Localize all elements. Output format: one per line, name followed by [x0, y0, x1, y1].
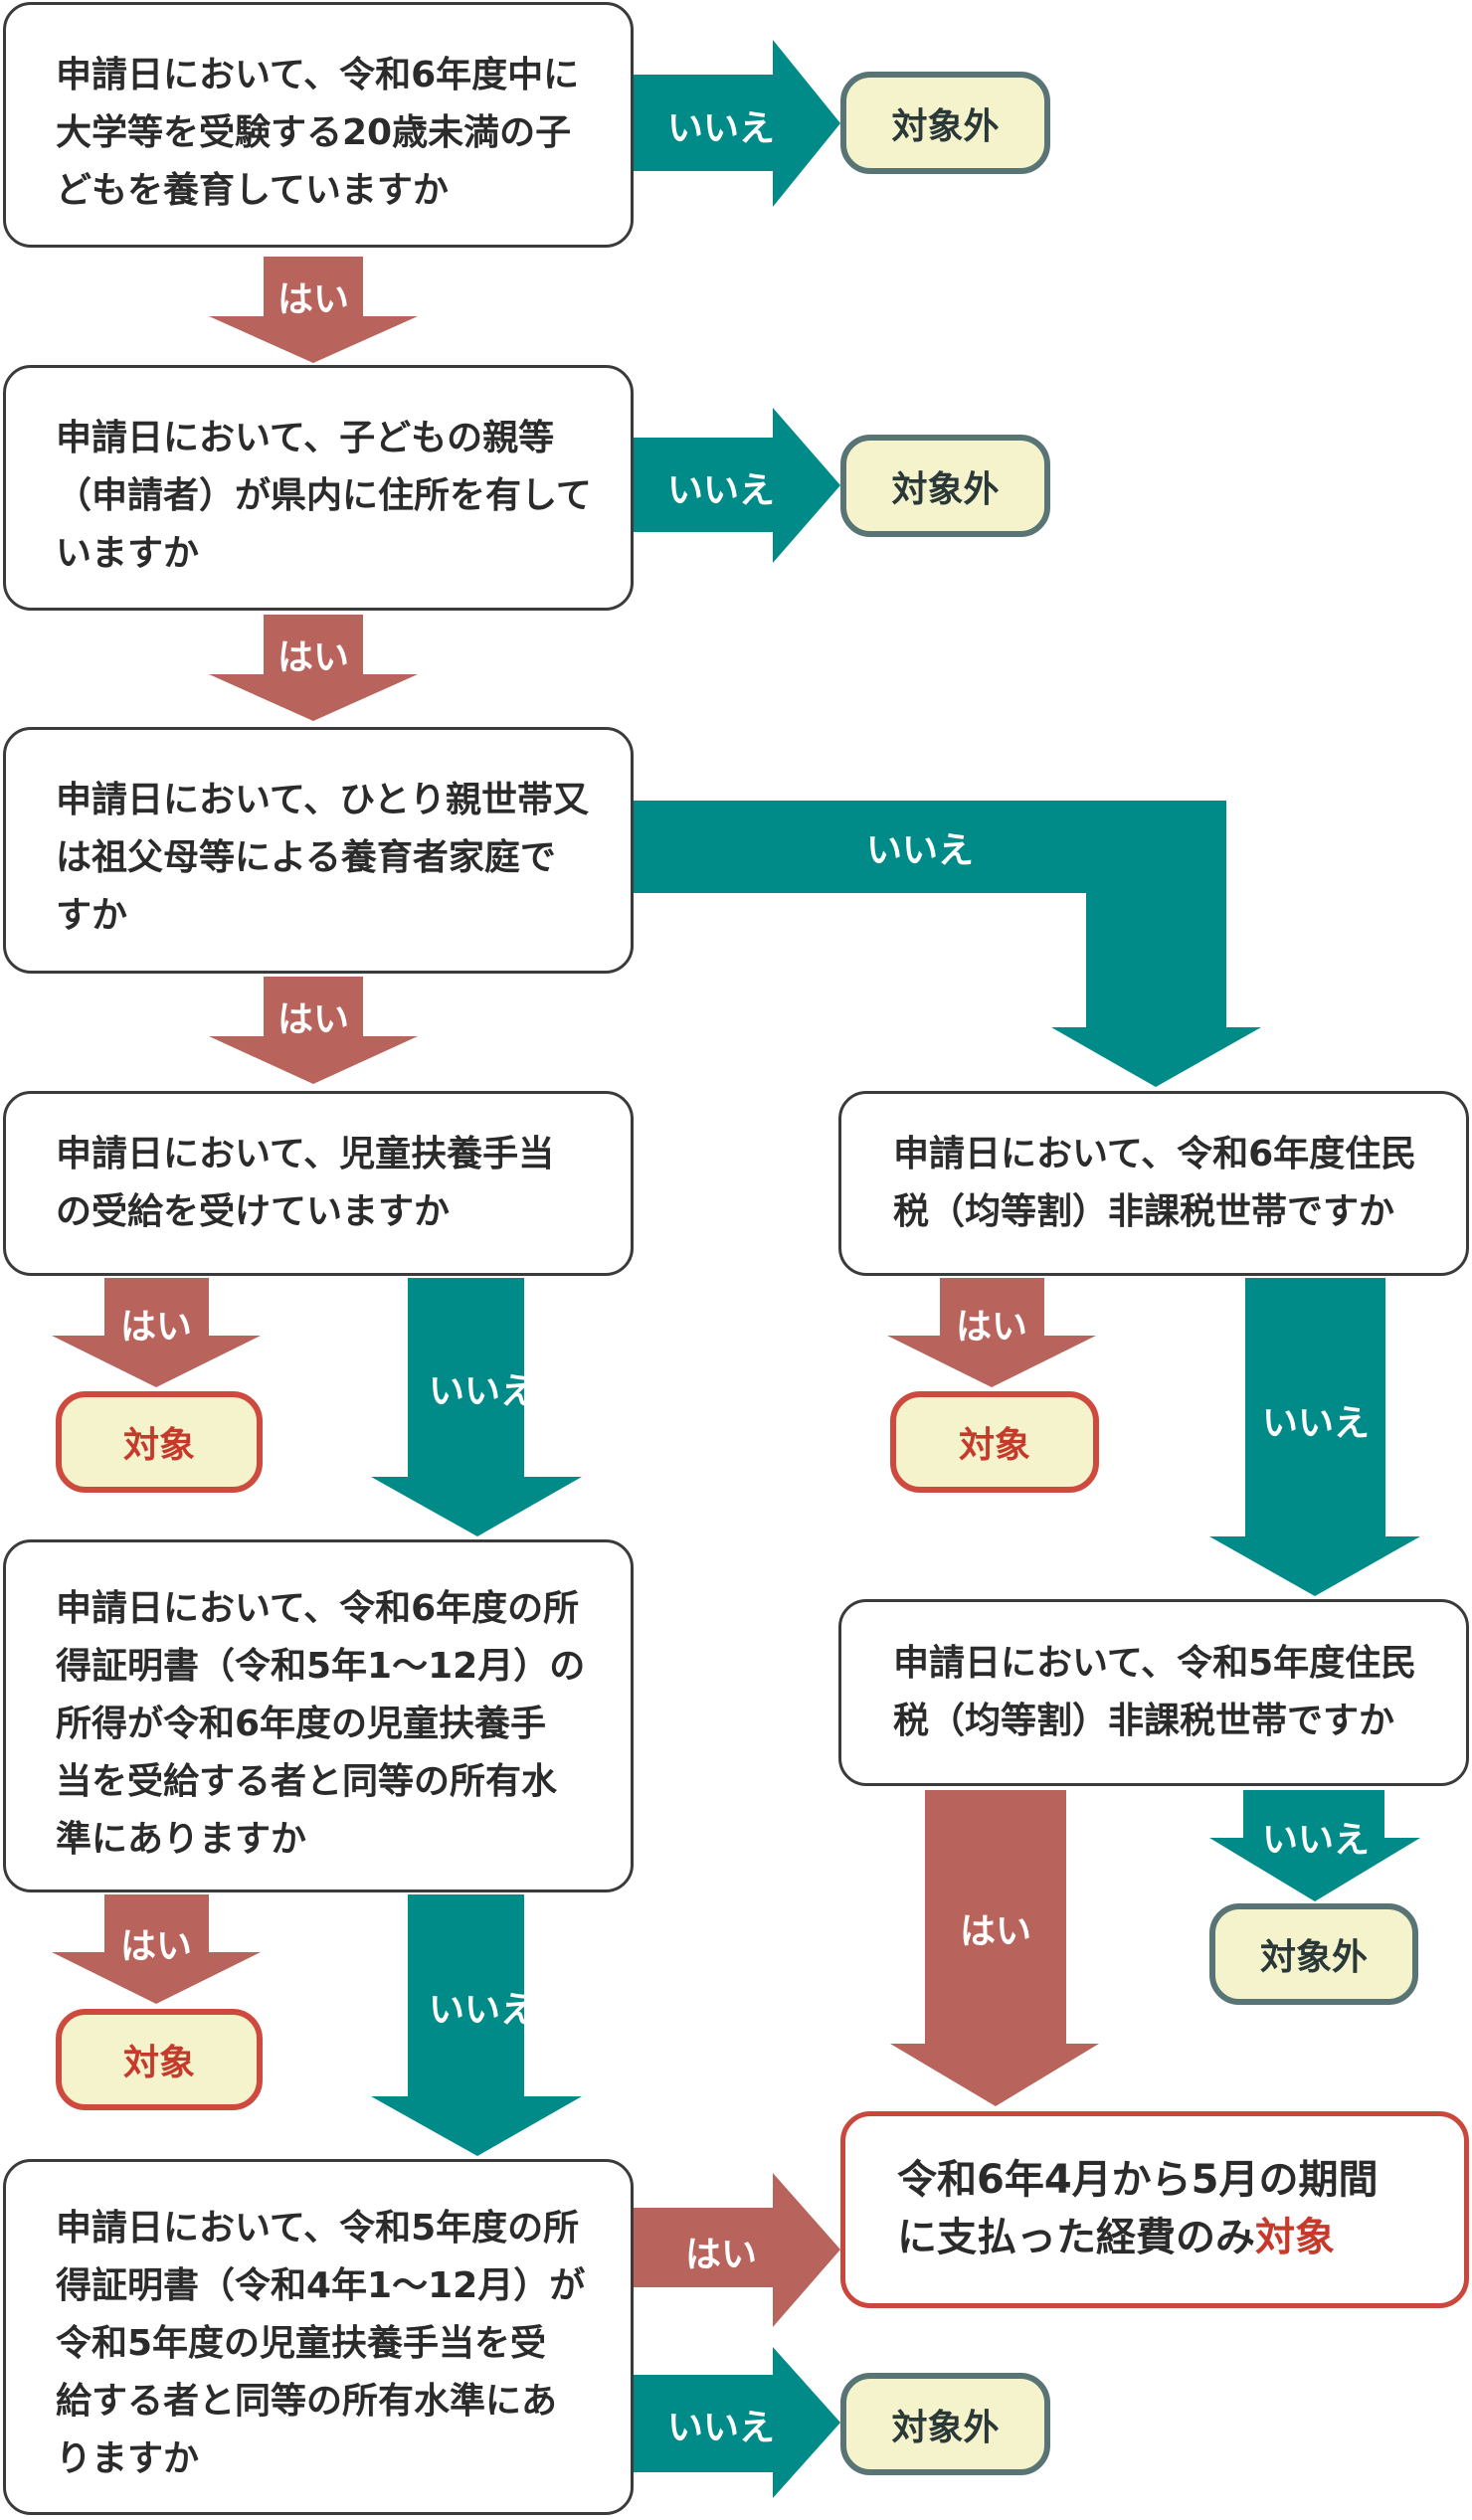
- no-arrow-q1: [634, 40, 840, 207]
- yes-arrow-q5: [52, 1894, 261, 2004]
- no-label-q2: いいえ: [666, 470, 775, 511]
- yes-arrow-q1: [209, 257, 418, 363]
- yes-label-q7: はい: [955, 1307, 1027, 1348]
- final-line2-text: に支払った経費のみ: [897, 2215, 1255, 2260]
- yes-label-q2: はい: [276, 637, 349, 678]
- no-arrow-q8: [1209, 1790, 1420, 1901]
- question-q3: 申請日において、ひとり親世帯又 は祖父母等による養育者家庭で すか: [3, 727, 634, 974]
- yes-label-q1: はい: [276, 279, 349, 320]
- no-arrow-q6-right: [634, 2347, 840, 2498]
- yes-label-q8: はい: [959, 1911, 1031, 1952]
- yes-arrow-q3: [209, 977, 418, 1084]
- no-label-q6: いいえ: [666, 2408, 775, 2448]
- question-q2: 申請日において、子どもの親等 （申請者）が県内に住所を有して いますか: [3, 365, 634, 611]
- question-q6: 申請日において、令和5年度の所 得証明書（令和4年1～12月）が 令和5年度の児…: [3, 2159, 634, 2515]
- question-q4: 申請日において、児童扶養手当 の受給を受けていますか: [3, 1091, 634, 1276]
- yes-arrow-q4: [52, 1278, 261, 1387]
- yes-label-q3: はい: [276, 999, 349, 1040]
- yes-arrow-q2: [209, 615, 418, 721]
- final-line2-accent: 対象: [1255, 2215, 1335, 2260]
- no-label-q8: いいえ: [1261, 1820, 1370, 1861]
- question-q5: 申請日において、令和6年度の所 得証明書（令和5年1～12月）の 所得が令和6年…: [3, 1539, 634, 1892]
- yes-label-q6: はい: [684, 2235, 757, 2275]
- yes-arrow-q7: [887, 1278, 1096, 1387]
- outcome-excluded-q6: 対象外: [840, 2373, 1050, 2475]
- no-label-q7: いいえ: [1261, 1403, 1370, 1444]
- outcome-eligible-q5: 対象: [56, 2009, 263, 2110]
- final-outcome: 令和6年4月から5月の期間 に支払った経費のみ対象: [840, 2111, 1469, 2308]
- outcome-excluded-q8: 対象外: [1209, 1903, 1418, 2005]
- no-arrow-q5: [371, 1894, 582, 2156]
- no-label-q3: いいえ: [865, 830, 974, 871]
- yes-arrow-q8: [890, 1790, 1099, 2106]
- no-label-q4: いいえ: [428, 1371, 536, 1412]
- no-arrow-q2: [634, 408, 840, 563]
- final-line1: 令和6年4月から5月の期間: [897, 2157, 1379, 2203]
- yes-arrow-q6-right: [634, 2173, 840, 2327]
- yes-label-q5: はい: [119, 1926, 192, 1967]
- question-q1: 申請日において、令和6年度中に 大学等を受験する20歳未満の子 どもを養育してい…: [3, 2, 634, 248]
- no-arrow-q7: [1209, 1278, 1420, 1596]
- yes-label-q4: はい: [119, 1307, 192, 1348]
- final-line2: に支払った経費のみ対象: [897, 2209, 1434, 2266]
- no-label-q1: いいえ: [666, 108, 775, 149]
- no-arrow-q3: [634, 801, 1261, 1087]
- no-arrow-q4: [371, 1278, 582, 1536]
- outcome-eligible-q7: 対象: [890, 1391, 1099, 1493]
- outcome-eligible-q4: 対象: [56, 1391, 263, 1493]
- no-label-q5: いいえ: [428, 1990, 536, 2031]
- outcome-excluded-q1: 対象外: [840, 72, 1050, 174]
- outcome-excluded-q2: 対象外: [840, 435, 1050, 537]
- question-q7: 申請日において、令和6年度住民 税（均等割）非課税世帯ですか: [838, 1091, 1469, 1276]
- question-q8: 申請日において、令和5年度住民 税（均等割）非課税世帯ですか: [838, 1599, 1469, 1786]
